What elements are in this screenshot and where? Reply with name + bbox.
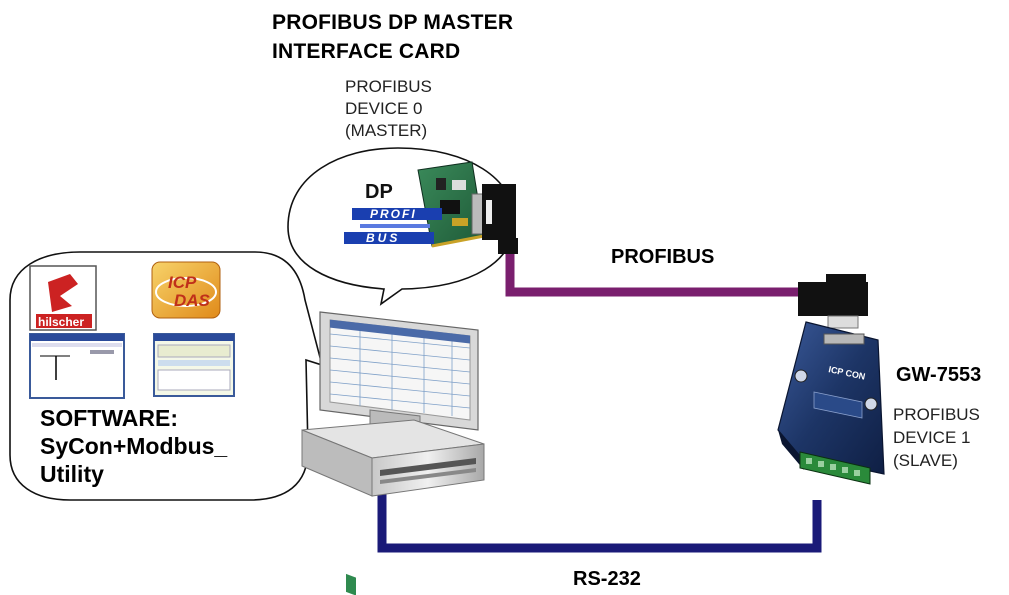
software-label-line1: SOFTWARE: xyxy=(40,405,178,431)
software-label-line3: Utility xyxy=(40,461,104,487)
rs232-cable-label: RS-232 xyxy=(573,568,641,590)
sycon-screenshot-thumbnail xyxy=(29,333,125,399)
modbus-utility-screenshot-thumbnail xyxy=(153,333,235,397)
profibus-cable xyxy=(505,252,805,297)
slave-device-line1: PROFIBUS xyxy=(893,405,980,424)
master-device-line2: DEVICE 0 xyxy=(345,99,423,118)
icpdas-logo-line2: DAS xyxy=(174,291,211,310)
icpdas-logo xyxy=(151,261,221,319)
profibus-logo-line2: BUS xyxy=(366,231,400,245)
interface-card-title-line2: INTERFACE CARD xyxy=(272,40,461,63)
master-device-line1: PROFIBUS xyxy=(345,77,432,96)
interface-card-title-line1: PROFIBUS DP MASTER xyxy=(272,11,514,34)
software-label: SOFTWARE:SyCon+Modbus_Utility xyxy=(40,404,227,488)
profibus-logo-line1: PROFI xyxy=(370,207,417,221)
rs232-cable xyxy=(377,488,822,553)
hilscher-logo xyxy=(29,265,97,331)
gateway-name-label: GW-7553 xyxy=(896,364,982,386)
master-device-line3: (MASTER) xyxy=(345,121,428,140)
dp-logo-text: DP xyxy=(365,181,393,203)
master-device-label: PROFIBUS DEVICE 0 (MASTER) xyxy=(345,76,432,142)
slave-device-label: PROFIBUS DEVICE 1 (SLAVE) xyxy=(893,403,980,472)
profibus-cable-label: PROFIBUS xyxy=(611,246,715,268)
interface-card-image xyxy=(417,161,485,248)
card-profibus-connector xyxy=(482,184,518,254)
software-label-line2: SyCon+Modbus_ xyxy=(40,433,228,459)
slave-device-line3: (SLAVE) xyxy=(893,451,958,470)
pc-monitor xyxy=(319,311,479,433)
gw7553-device-image xyxy=(777,321,885,485)
pc-base xyxy=(301,419,485,595)
gateway-profibus-connector xyxy=(798,274,868,329)
hilscher-logo-text: hilscher xyxy=(38,315,84,329)
interface-card-title: PROFIBUS DP MASTER INTERFACE CARD xyxy=(272,8,513,66)
slave-device-line2: DEVICE 1 xyxy=(893,428,971,447)
icpdas-logo-line1: ICP xyxy=(168,273,197,292)
profibus-logo xyxy=(344,208,442,244)
